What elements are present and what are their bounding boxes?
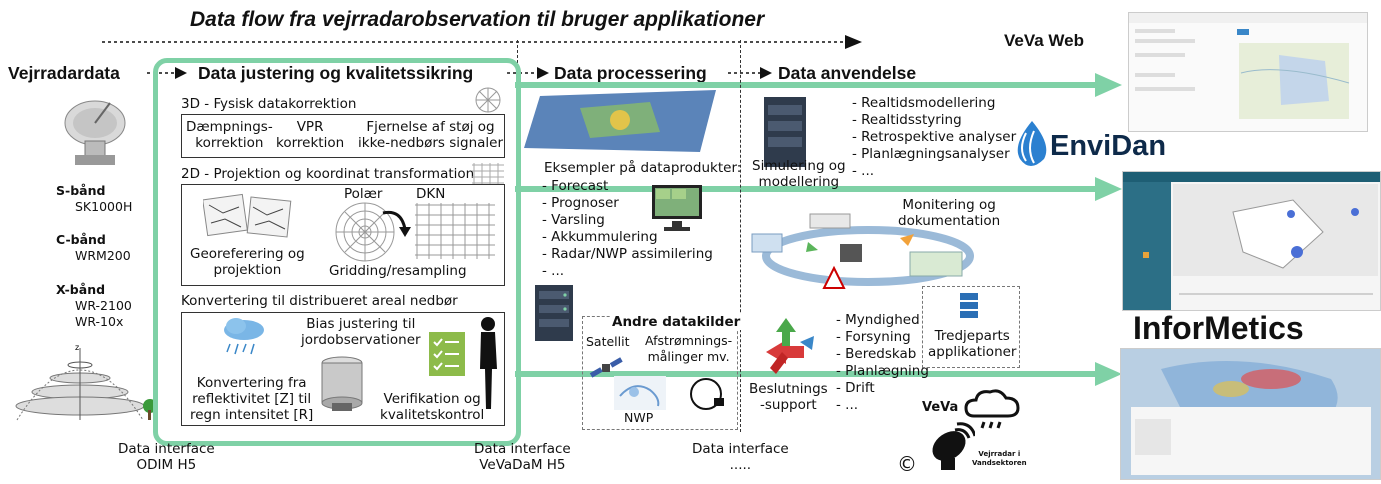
decision-support-label: Beslutnings -support <box>749 381 828 413</box>
monitor-icon <box>652 185 702 231</box>
server-icon-simulation <box>764 97 806 167</box>
noise-removal: Fjernelse af støj og ikke-nedbørs signal… <box>358 119 504 151</box>
c-band-label: C-bånd <box>56 232 106 247</box>
product-prognoses: - Prognoser <box>542 195 619 211</box>
decision-item-6: - ... <box>836 397 859 413</box>
radar-scan-cone: z <box>15 343 157 421</box>
informetics-screenshot <box>1120 348 1381 480</box>
x-band-label: X-bånd <box>56 282 106 297</box>
decision-item-2: - Forsyning <box>836 329 911 345</box>
copyright-symbol: © <box>897 452 917 476</box>
vpr-correction: VPR korrektion <box>276 119 345 151</box>
rain-cloud-icon <box>224 318 264 355</box>
decision-item-1: - Myndighed <box>836 312 920 328</box>
attenuation-correction: Dæmpnings- korrektion <box>186 119 273 151</box>
section-processing: Data processering <box>554 63 707 83</box>
simulation-item-3: - Retrospektive analyser <box>852 129 1017 145</box>
informetics-label: InforMetics <box>1133 310 1304 346</box>
product-accumulation: - Akkummulering <box>542 229 658 245</box>
satellite-icon <box>589 357 623 378</box>
interface-vevadam: Data interface VeVaDaM H5 <box>474 441 571 473</box>
decision-arrows-icon <box>766 318 814 374</box>
veva-subtitle: Vejrradar i Vandsektoren <box>972 450 1027 467</box>
decision-item-3: - Beredskab <box>836 346 917 362</box>
panel-conversion-title: Konvertering til distribueret areal nedb… <box>181 293 458 309</box>
envidan-label: EnviDan <box>1050 130 1167 162</box>
panel-3d-title: 3D - Fysisk datakorrektion <box>181 96 357 112</box>
adjustment-frame <box>153 58 521 446</box>
x-band-model-2: WR-10x <box>75 314 124 329</box>
flow-sensor-cable-icon <box>690 378 724 410</box>
georeference-map-thumbnail <box>203 193 292 238</box>
nwp-label: NWP <box>624 410 654 425</box>
timeline-arrow <box>102 35 862 49</box>
flow-arrows <box>515 73 1122 386</box>
simulation-item-2: - Realtidsstyring <box>852 112 962 128</box>
conversion-label: Konvertering fra reflektivitet [Z] til r… <box>190 375 314 423</box>
product-forecast: - Forecast <box>542 178 609 194</box>
radar-map-thumbnail <box>524 90 716 152</box>
checklist-icon <box>429 332 465 376</box>
section-usage: Data anvendelse <box>778 63 917 83</box>
interface-odim: Data interface ODIM H5 <box>118 441 215 473</box>
radar-dish-logo-icon <box>932 422 975 470</box>
cloud-rain-icon <box>964 389 1020 429</box>
gridding-illustration <box>335 202 495 262</box>
simulation-item-1: - Realtidsmodellering <box>852 95 996 111</box>
runoff-label: Afstrømnings- målinger mv. <box>645 333 733 364</box>
heading-arrows <box>147 67 772 79</box>
panel-conversion-box <box>181 312 505 426</box>
nwp-map-thumbnail <box>614 376 666 410</box>
georeferencing-label: Georeferering og projektion <box>190 246 305 278</box>
envidan-screenshot <box>1122 171 1381 311</box>
x-band-model-1: WR-2100 <box>75 298 132 313</box>
decision-item-5: - Drift <box>836 380 875 396</box>
separator-2 <box>740 40 741 432</box>
radar-antenna-icon <box>64 100 126 165</box>
dkn-label: DKN <box>416 186 446 202</box>
gridding-label: Gridding/resampling <box>329 263 467 279</box>
s-band-label: S-bånd <box>56 183 106 198</box>
server-icon-processing <box>535 285 573 341</box>
c-band-model: WRM200 <box>75 248 131 263</box>
simulation-item-5: - ... <box>852 163 875 179</box>
cube-stack-icon <box>960 293 978 318</box>
satellite-label: Satellit <box>586 334 630 349</box>
bias-adjustment-label: Bias justering til jordobservationer <box>301 316 421 348</box>
s-band-model: SK1000H <box>75 199 133 214</box>
panel-2d-title: 2D - Projektion og koordinat transformat… <box>181 166 475 182</box>
panel-2d-box <box>181 184 505 286</box>
veva-web-screenshot <box>1128 12 1368 132</box>
svg-text:z: z <box>75 343 79 352</box>
rain-gauge-icon <box>321 356 363 411</box>
simulation-label: Simulering og modellering <box>752 158 846 190</box>
decision-item-4: - Planlægning <box>836 363 929 379</box>
third-party-box <box>922 286 1020 368</box>
product-warning: - Varsling <box>542 212 605 228</box>
simulation-item-4: - Planlægningsanalyser <box>852 146 1010 162</box>
veva-logo-text: VeVa <box>922 400 959 415</box>
products-heading: Eksempler på dataprodukter: <box>544 160 742 176</box>
section-radar-data: Vejrradardata <box>8 63 120 83</box>
monitoring-label: Monitering og dokumentation <box>898 197 1001 229</box>
envidan-water-drop-logo <box>1017 121 1047 166</box>
product-more: - ... <box>542 263 565 279</box>
third-party-label: Tredjeparts applikationer <box>928 328 1017 360</box>
polar-label: Polær <box>344 186 383 202</box>
section-adjustment: Data justering og kvalitetssikring <box>198 63 474 83</box>
grid-icon <box>472 163 504 185</box>
product-assimilation: - Radar/NWP assimilering <box>542 246 713 262</box>
veva-web-label: VeVa Web <box>1004 31 1085 50</box>
3d-grid-icon <box>475 87 501 113</box>
other-sources-heading: Andre datakilder <box>610 314 743 330</box>
diagram-title: Data flow fra vejrradarobservation til b… <box>190 8 765 31</box>
interface-other: Data interface ..... <box>692 441 789 473</box>
person-silhouette-icon <box>480 317 497 409</box>
monitoring-cycle-diagram <box>751 213 974 289</box>
verification-label: Verifikation og kvalitetskontrol <box>380 391 485 423</box>
panel-3d-box <box>181 114 505 158</box>
